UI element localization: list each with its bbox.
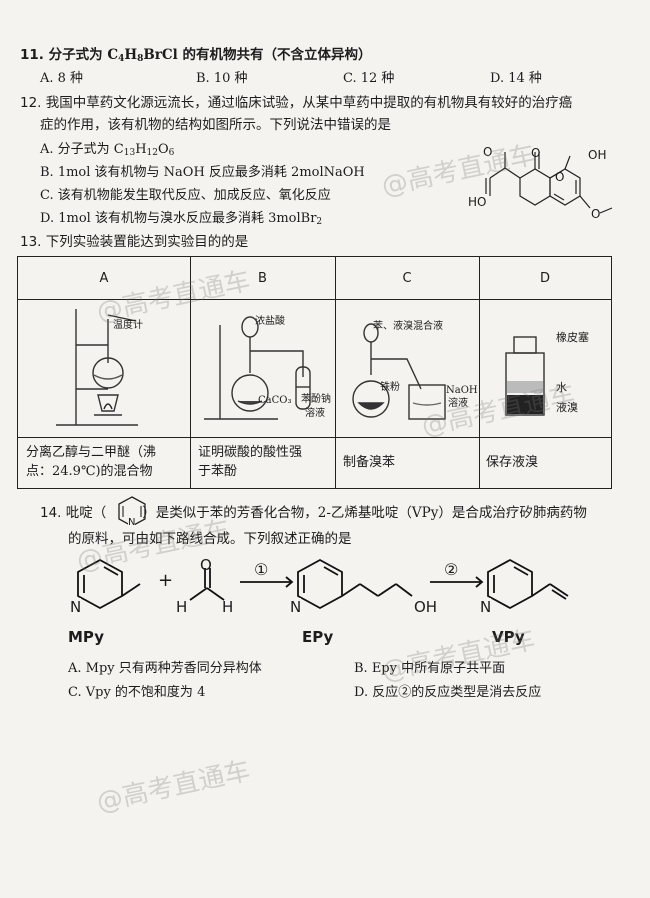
q14-plus-sign: + (158, 570, 174, 591)
q12-label-o-methoxy: O (591, 207, 601, 221)
table-divider (190, 257, 191, 488)
q13-header-a: A (99, 270, 109, 286)
q13-label-mixture: 苯、液溴混合液 (373, 321, 443, 332)
q13-label-phenolate-1: 苯酚钠 (301, 394, 331, 405)
q12-label-o-acid: O (483, 145, 493, 159)
q11-option-b: B. 10 种 (196, 71, 248, 86)
q11-option-a: A. 8 种 (40, 71, 84, 86)
q13-label-naoh-1: NaOH (446, 385, 478, 396)
table-divider (479, 257, 480, 488)
q14-name-vpy: VPy (492, 628, 525, 646)
q14-reaction-scheme (77, 558, 569, 610)
q14-step1-label: ① (254, 560, 269, 579)
q12-stem-line2: 症的作用，该有机物的结构如图所示。下列说法中错误的是 (40, 117, 391, 133)
q12-label-ho: HO (468, 195, 487, 209)
q14-option-d: D. 反应②的反应类型是消去反应 (354, 685, 542, 700)
q14-stem-line1: 14. 吡啶（）是类似于苯的芳香化合物，2-乙烯基吡啶（VPy）是合成治疗矽肺病… (40, 505, 587, 521)
q13-header-c: C (402, 270, 412, 286)
q12-option-c: C. 该有机物能发生取代反应、加成反应、氧化反应 (40, 188, 331, 203)
q14-option-a: A. Mpy 只有两种芳香同分异构体 (68, 661, 262, 676)
table-divider (18, 299, 611, 300)
q12-stem-line1: 12. 我国中草药文化源远流长，通过临床试验，从某中草药中提取的有机物具有较好的… (20, 95, 573, 111)
q13-apparatus-d-bromine-storage (505, 336, 545, 416)
q13-label-stopper: 橡皮塞 (556, 331, 589, 344)
table-divider (18, 437, 611, 438)
q14-pyridine-n-label: N (128, 514, 136, 532)
q14-formaldehyde-h1: H (176, 598, 188, 616)
q12-label-oh: OH (588, 148, 607, 162)
q13-caption-a: 分离乙醇与二甲醚（沸 点：24.9℃)的混合物 (26, 445, 157, 479)
q12-option-d: D. 1mol 该有机物与溴水反应最多消耗 3molBr2 (40, 211, 323, 227)
q12-option-b: B. 1mol 该有机物与 NaOH 反应最多消耗 2molNaOH (40, 165, 365, 180)
q14-stem-line2: 的原料，可由如下路线合成。下列叙述正确的是 (68, 531, 352, 547)
q13-apparatus-b-acid-test (204, 316, 311, 420)
q14-option-c: C. Vpy 的不饱和度为 4 (68, 685, 206, 700)
q11-option-c: C. 12 种 (343, 71, 395, 86)
q13-label-naoh-2: 溶液 (448, 398, 468, 409)
q13-header-b: B (258, 270, 267, 286)
q14-name-epy: EPy (302, 628, 334, 646)
q13-caption-c: 制备溴苯 (343, 455, 396, 470)
q13-stem: 13. 下列实验装置能达到实验目的的是 (20, 234, 249, 250)
q14-step2-label: ② (444, 560, 459, 579)
q13-apparatus-c-bromobenzene (352, 323, 446, 420)
q12-option-a: A. 分子式为 C13H12O6 (40, 142, 175, 158)
q14-epy-oh-label: OH (414, 598, 438, 616)
q14-vpy-n-label: N (480, 598, 492, 616)
table-divider (335, 257, 336, 488)
q13-label-water: 水 (556, 381, 567, 394)
q13-label-phenolate-2: 溶液 (305, 408, 325, 419)
q13-label-bromine: 液溴 (556, 401, 578, 414)
q14-epy-n-label: N (290, 598, 302, 616)
q14-option-b: B. Epy 中所有原子共平面 (354, 661, 506, 676)
q13-header-d: D (539, 270, 550, 286)
q13-label-thermometer: 温度计 (113, 320, 143, 331)
q13-label-hcl: 浓盐酸 (255, 316, 285, 327)
q14-mpy-n-label: N (70, 598, 82, 616)
q13-label-iron: 铁粉 (380, 382, 400, 393)
q13-apparatus-a-distillation (56, 309, 138, 426)
q11-option-d: D. 14 种 (490, 71, 542, 86)
q14-formaldehyde-h2: H (222, 598, 234, 616)
q12-molecule-structure (485, 152, 613, 214)
watermark: @高考直通车 (94, 756, 253, 818)
q11-stem: 11. 分子式为 C4H8BrCl 的有机物共有（不含立体异构） (20, 47, 372, 64)
q12-label-o-ring: O (555, 170, 565, 184)
q13-caption-b: 证明碳酸的酸性强 于苯酚 (198, 445, 303, 479)
q12-label-o-carbonyl: O (531, 146, 541, 160)
q14-formaldehyde-o: O (200, 556, 212, 574)
q14-name-mpy: MPy (68, 628, 104, 646)
q13-caption-d: 保存液溴 (486, 455, 539, 470)
q13-label-caco3: CaCO₃ (258, 395, 292, 406)
q13-apparatus-table: A B C D 温度计 (17, 256, 612, 489)
